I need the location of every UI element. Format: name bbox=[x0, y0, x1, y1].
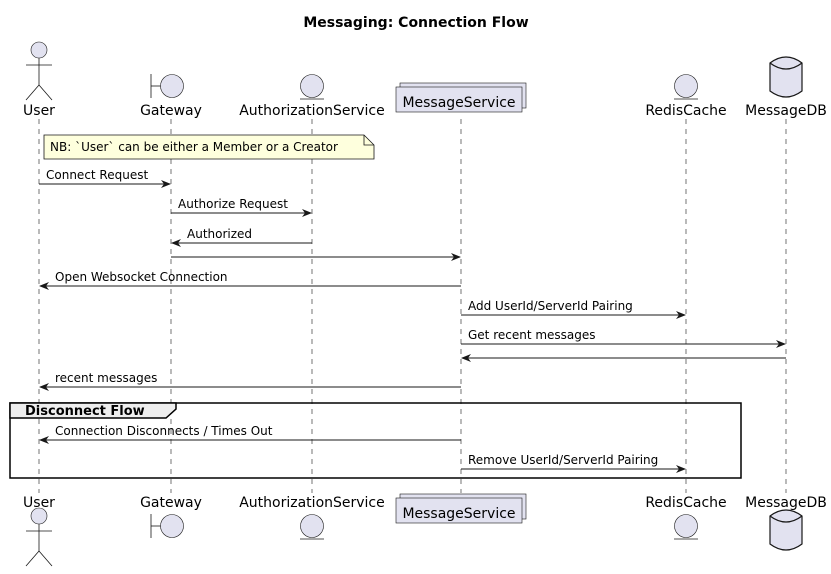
note-text: NB: `User` can be either a Member or a C… bbox=[50, 140, 338, 154]
message-5: Open Websocket Connection bbox=[39, 270, 461, 290]
participant-label: AuthorizationService bbox=[239, 495, 385, 511]
message-label: Add UserId/ServerId Pairing bbox=[468, 299, 633, 313]
message-label: Connect Request bbox=[46, 168, 148, 182]
participant-label: Gateway bbox=[140, 103, 202, 119]
actor-icon bbox=[25, 507, 53, 567]
message-6: Add UserId/ServerId Pairing bbox=[461, 299, 686, 319]
actor-icon bbox=[25, 41, 53, 101]
participant-label: User bbox=[23, 103, 55, 119]
boundary-icon bbox=[150, 74, 184, 98]
participant-auth-bottom: AuthorizationService bbox=[239, 495, 385, 540]
database-icon bbox=[769, 56, 803, 98]
entity-icon bbox=[674, 514, 698, 540]
message-2: Authorize Request bbox=[171, 197, 312, 217]
participant-label: MessageDB bbox=[745, 495, 827, 511]
participant-msgsvc-top: MessageService bbox=[395, 82, 527, 113]
collections-box bbox=[395, 493, 527, 524]
message-label: Authorized bbox=[187, 227, 252, 241]
participant-db-top: MessageDB bbox=[745, 56, 827, 119]
note: NB: `User` can be either a Member or a C… bbox=[43, 134, 375, 160]
message-11: Remove UserId/ServerId Pairing bbox=[461, 453, 686, 473]
message-label: Authorize Request bbox=[178, 197, 288, 211]
participant-label: Gateway bbox=[140, 495, 202, 511]
disconnect-flow-group: Disconnect Flow bbox=[9, 402, 742, 479]
message-3: Authorized bbox=[171, 227, 312, 247]
participant-gateway-bottom: Gateway bbox=[140, 495, 202, 538]
participant-heads-bottom: User Gateway AuthorizationServiceMessageSe… bbox=[23, 493, 827, 567]
message-label: Get recent messages bbox=[468, 328, 596, 342]
participant-label: AuthorizationService bbox=[239, 103, 385, 119]
note-fold bbox=[363, 135, 374, 146]
boundary-icon bbox=[150, 514, 184, 538]
participant-redis-bottom: RedisCache bbox=[645, 495, 727, 540]
message-label: recent messages bbox=[55, 371, 157, 385]
message-label: Remove UserId/ServerId Pairing bbox=[468, 453, 658, 467]
database-icon bbox=[769, 509, 803, 551]
participant-redis-top: RedisCache bbox=[645, 74, 727, 119]
diagram-title: Messaging: Connection Flow bbox=[303, 15, 528, 31]
collections-box bbox=[395, 82, 527, 113]
message-10: Connection Disconnects / Times Out bbox=[39, 424, 461, 444]
participant-label: MessageService bbox=[402, 506, 515, 522]
participant-gateway-top: Gateway bbox=[140, 74, 202, 119]
message-7: Get recent messages bbox=[461, 328, 786, 348]
participant-user-top: User bbox=[23, 41, 55, 119]
participant-db-bottom: MessageDB bbox=[745, 495, 827, 551]
participant-msgsvc-bottom: MessageService bbox=[395, 493, 527, 524]
note-box bbox=[43, 134, 375, 160]
participant-label: MessageService bbox=[402, 95, 515, 111]
message-label: Connection Disconnects / Times Out bbox=[55, 424, 273, 438]
participant-label: User bbox=[23, 495, 55, 511]
message-1: Connect Request bbox=[39, 168, 171, 188]
message-label: Open Websocket Connection bbox=[55, 270, 228, 284]
participant-label: RedisCache bbox=[645, 103, 726, 119]
entity-icon bbox=[300, 514, 324, 540]
participant-auth-top: AuthorizationService bbox=[239, 74, 385, 119]
entity-icon bbox=[674, 74, 698, 100]
participant-label: RedisCache bbox=[645, 495, 726, 511]
group-header-tab bbox=[9, 402, 177, 419]
participant-heads-top: User Gateway AuthorizationService MessageSe… bbox=[23, 41, 827, 119]
participant-user-bottom: User bbox=[23, 495, 55, 567]
group-frame-border bbox=[9, 402, 742, 479]
entity-icon bbox=[300, 74, 324, 100]
participant-label: MessageDB bbox=[745, 103, 827, 119]
lifelines bbox=[38, 119, 787, 493]
message-9: recent messages bbox=[39, 371, 461, 391]
group-label: Disconnect Flow bbox=[25, 404, 145, 419]
